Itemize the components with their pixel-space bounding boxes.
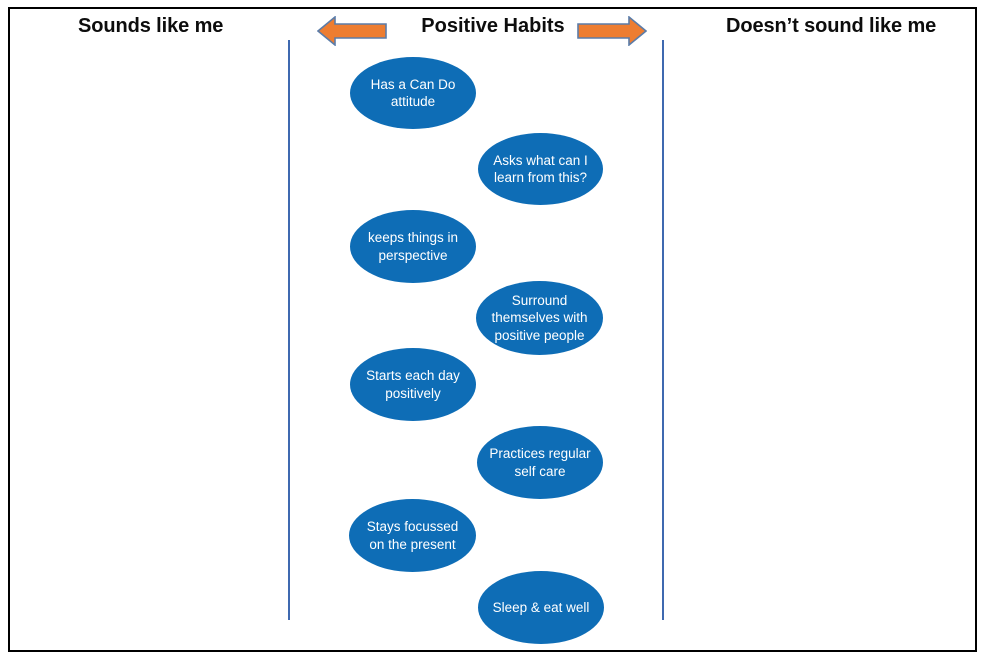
habit-bubble-label: Surround themselves with positive people — [491, 293, 588, 343]
header-label-doesnt-sound-like-me: Doesn’t sound like me — [726, 15, 937, 37]
arrow-right-icon — [577, 16, 647, 46]
header-title-positive-habits: Positive Habits — [421, 15, 565, 37]
habit-bubble[interactable]: keeps things in perspective — [350, 210, 476, 283]
divider-line-left — [288, 40, 290, 620]
habit-bubble[interactable]: Starts each day positively — [350, 348, 476, 421]
divider-line-right — [662, 40, 664, 620]
habit-bubble-label: Has a Can Do attitude — [370, 76, 456, 109]
habit-bubble[interactable]: Has a Can Do attitude — [350, 57, 476, 129]
habit-bubble-label: Stays focussed on the present — [366, 519, 459, 552]
habit-bubble-label: Asks what can I learn from this? — [493, 152, 588, 185]
habit-bubble[interactable]: Asks what can I learn from this? — [478, 133, 603, 205]
header-label-sounds-like-me: Sounds like me — [78, 15, 224, 37]
habit-bubble[interactable]: Surround themselves with positive people — [476, 281, 603, 355]
habit-bubble[interactable]: Stays focussed on the present — [349, 499, 476, 572]
habit-bubble-label: Starts each day positively — [366, 368, 460, 401]
arrow-left-icon — [317, 16, 387, 46]
habit-bubble-label: keeps things in perspective — [367, 230, 459, 263]
habit-bubble-label: Sleep & eat well — [492, 599, 590, 615]
habit-bubble-label: Practices regular self care — [489, 446, 591, 479]
header-row: Sounds like me Positive Habits Doesn’t s… — [8, 7, 977, 47]
worksheet-border — [8, 7, 977, 652]
habit-bubble[interactable]: Sleep & eat well — [478, 571, 604, 644]
habit-bubble[interactable]: Practices regular self care — [477, 426, 603, 499]
